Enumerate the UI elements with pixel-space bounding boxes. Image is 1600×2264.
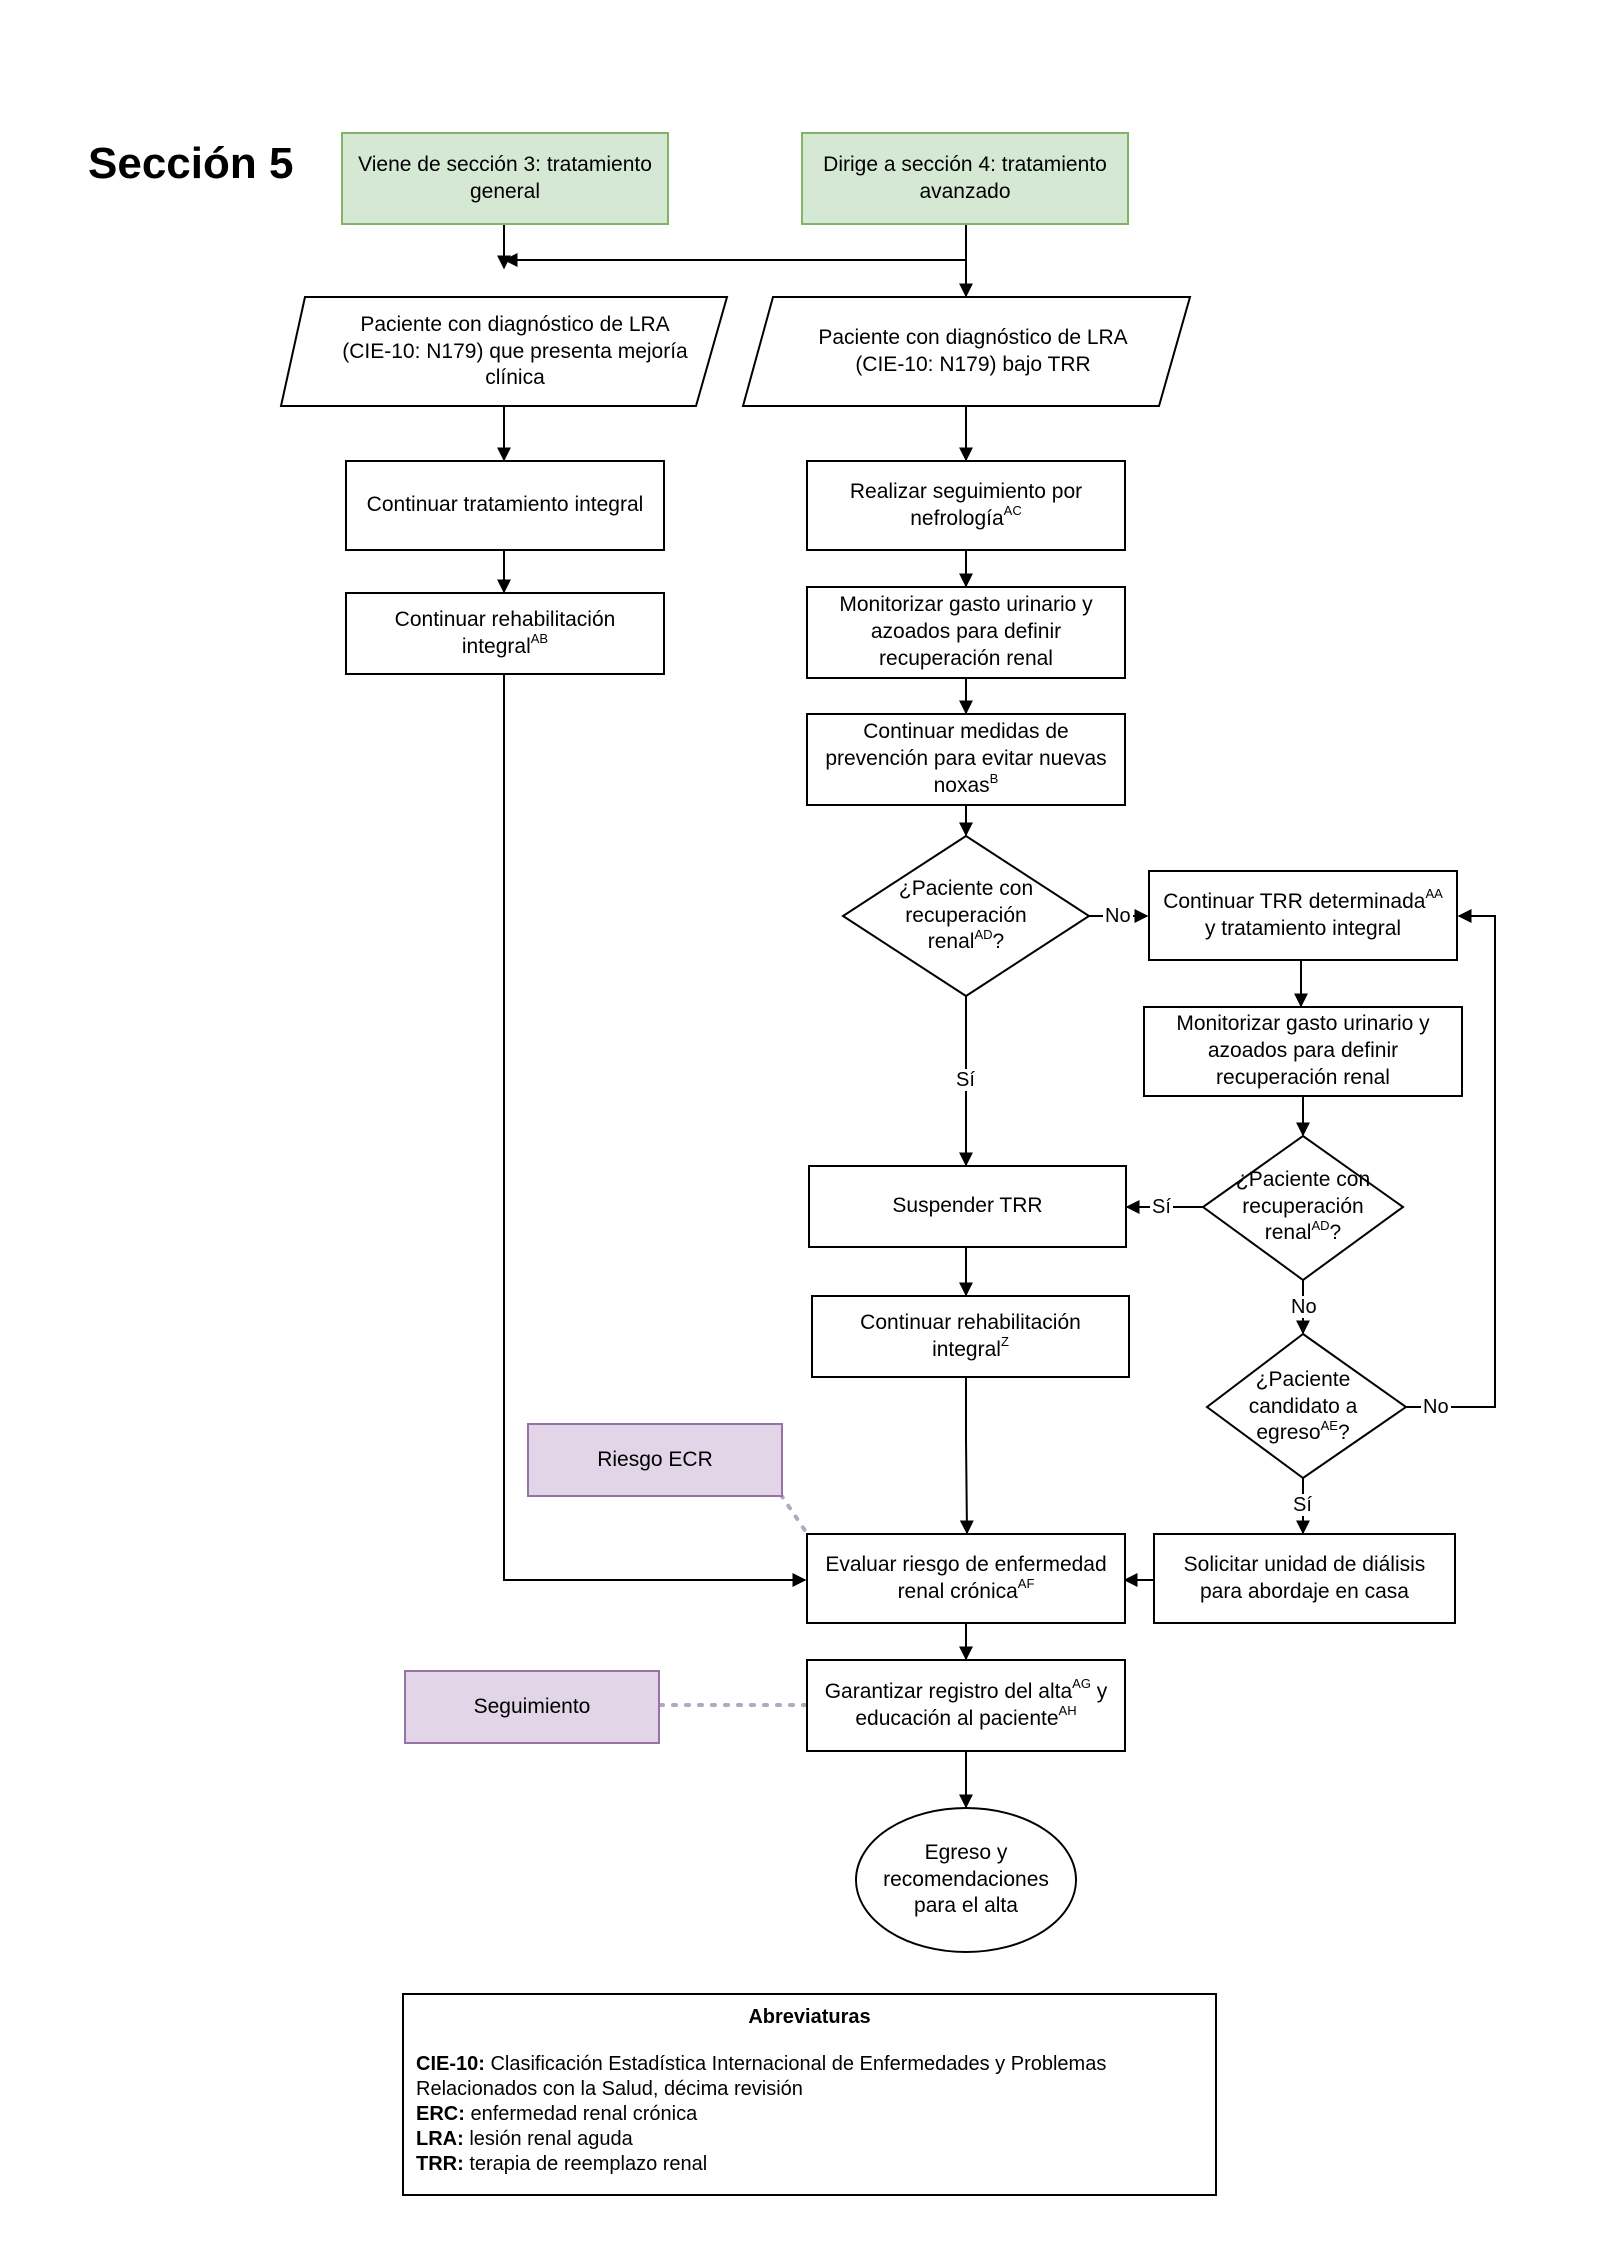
- patient-trr-label: Paciente con diagnóstico de LRA (CIE-10:…: [818, 326, 1128, 376]
- abbreviation-item: ERC: enfermedad renal crónica: [416, 2102, 1203, 2127]
- risk-ecr-label: Riesgo ECR: [597, 1447, 713, 1471]
- home-dialysis-box: Solicitar unidad de diálisis para aborda…: [1153, 1533, 1456, 1624]
- discharge-record-box: Garantizar registro del altaAG y educaci…: [806, 1659, 1126, 1752]
- decision-discharge-text: ¿Paciente candidato a egreso: [1248, 1367, 1358, 1445]
- continue-rehab-left-text: Continuar rehabilitación integral: [394, 607, 616, 658]
- continue-treatment-label: Continuar tratamiento integral: [366, 493, 644, 517]
- abbreviation-item: CIE-10: Clasificación Estadística Intern…: [416, 2052, 1203, 2102]
- decision-discharge: ¿Paciente candidato a egresoAE?: [1238, 1360, 1368, 1454]
- decision-recovery-1: ¿Paciente con recuperación renalAD?: [886, 866, 1046, 966]
- from-section-3-label: Viene de sección 3: tratamiento general: [358, 152, 652, 203]
- evaluate-ckd-box: Evaluar riesgo de enfermedad renal cróni…: [806, 1533, 1126, 1624]
- monitor-1-label: Monitorizar gasto urinario y azoados par…: [839, 593, 1093, 670]
- decision-recovery-2: ¿Paciente con recuperación renalAD?: [1233, 1162, 1373, 1252]
- patient-improvement-input: Paciente con diagnóstico de LRA (CIE-10:…: [340, 302, 690, 402]
- decision-recovery-2-label: ¿Paciente con recuperación renalAD?: [1233, 1167, 1373, 1248]
- abbreviation-definition: lesión renal aguda: [463, 2128, 633, 2150]
- edge-label-no: No: [1421, 1396, 1451, 1418]
- ref-superscript: AB: [530, 631, 549, 647]
- prevention-box: Continuar medidas de prevención para evi…: [806, 713, 1126, 806]
- abbreviation-item: TRR: terapia de reemplazo renal: [416, 2152, 1203, 2177]
- abbreviation-term: TRR:: [416, 2153, 464, 2175]
- patient-improvement-label: Paciente con diagnóstico de LRA (CIE-10:…: [342, 312, 688, 390]
- continue-rehab-right-box: Continuar rehabilitación integralZ: [811, 1295, 1130, 1378]
- egress-label: Egreso y recomendaciones para el alta: [883, 1840, 1049, 1918]
- from-section-3-box[interactable]: Viene de sección 3: tratamiento general: [341, 132, 669, 225]
- edge-label-yes: Sí: [1291, 1494, 1314, 1516]
- ref-superscript: AD: [1311, 1218, 1330, 1234]
- association-line: [779, 1493, 808, 1534]
- abbreviation-item: LRA: lesión renal aguda: [416, 2127, 1203, 2152]
- decision-recovery-2-text: ¿Paciente con recuperación renal: [1235, 1167, 1371, 1245]
- question-mark: ?: [992, 930, 1005, 954]
- followup-note[interactable]: Seguimiento: [404, 1670, 660, 1744]
- decision-recovery-1-text: ¿Paciente con recuperación renal: [898, 876, 1034, 954]
- continue-rehab-right-text: Continuar rehabilitación integral: [860, 1310, 1081, 1361]
- abbreviations-box: Abreviaturas CIE-10: Clasificación Estad…: [402, 1993, 1217, 2196]
- ref-superscript: Z: [1000, 1334, 1009, 1350]
- home-dialysis-label: Solicitar unidad de diálisis para aborda…: [1183, 1552, 1426, 1603]
- section-title: Sección 5: [88, 139, 294, 188]
- followup-label: Seguimiento: [473, 1694, 591, 1718]
- abbreviation-term: CIE-10:: [416, 2053, 485, 2075]
- prevention-label: Continuar medidas de prevención para evi…: [816, 719, 1116, 800]
- monitor-1-box: Monitorizar gasto urinario y azoados par…: [806, 586, 1126, 679]
- parallelogram-shape: [741, 296, 1192, 407]
- ref-superscript: AA: [1425, 886, 1443, 902]
- nephrology-followup-box: Realizar seguimiento por nefrologíaAC: [806, 460, 1126, 551]
- decision-recovery-1-label: ¿Paciente con recuperación renalAD?: [886, 876, 1046, 957]
- continue-trr-label: Continuar TRR determinadaAA y tratamient…: [1158, 886, 1448, 943]
- continue-trr-text-2: y tratamiento integral: [1204, 916, 1402, 940]
- to-section-4-label: Dirige a sección 4: tratamiento avanzado: [823, 152, 1107, 203]
- edge-label-yes: Sí: [954, 1069, 977, 1091]
- ref-superscript: AE: [1320, 1418, 1338, 1434]
- edge-label-no: No: [1103, 905, 1133, 927]
- ref-superscript: AD: [974, 927, 993, 943]
- continue-trr-box: Continuar TRR determinadaAA y tratamient…: [1148, 870, 1458, 961]
- abbreviation-definition: Clasificación Estadística Internacional …: [416, 2053, 1107, 2100]
- to-section-4-box[interactable]: Dirige a sección 4: tratamiento avanzado: [801, 132, 1129, 225]
- abbreviation-definition: enfermedad renal crónica: [464, 2103, 698, 2125]
- monitor-2-label: Monitorizar gasto urinario y azoados par…: [1176, 1012, 1430, 1089]
- ref-superscript: B: [989, 770, 999, 786]
- nephrology-followup-text: Realizar seguimiento por nefrología: [849, 479, 1083, 530]
- evaluate-ckd-label: Evaluar riesgo de enfermedad renal cróni…: [816, 1552, 1116, 1606]
- abbreviation-term: ERC:: [416, 2103, 465, 2125]
- continue-rehab-left-label: Continuar rehabilitación integralAB: [355, 607, 655, 661]
- continue-treatment-box: Continuar tratamiento integral: [345, 460, 665, 551]
- question-mark: ?: [1329, 1221, 1342, 1245]
- suspend-trr-box: Suspender TRR: [808, 1165, 1127, 1248]
- abbreviations-title: Abreviaturas: [748, 2006, 871, 2028]
- continue-rehab-left-box: Continuar rehabilitación integralAB: [345, 592, 665, 675]
- continue-trr-text: Continuar TRR determinada: [1163, 889, 1426, 913]
- edge: [503, 675, 807, 1587]
- abbreviation-term: LRA:: [416, 2128, 464, 2150]
- discharge-record-label: Garantizar registro del altaAG y educaci…: [816, 1676, 1116, 1733]
- ref-superscript: AG: [1072, 1676, 1091, 1692]
- abbreviation-definition: terapia de reemplazo renal: [463, 2153, 708, 2175]
- question-mark: ?: [1337, 1421, 1350, 1445]
- ref-superscript: AF: [1017, 1576, 1035, 1592]
- risk-ecr-note[interactable]: Riesgo ECR: [527, 1423, 783, 1497]
- ref-superscript: AH: [1058, 1703, 1077, 1719]
- edge-label-no: No: [1289, 1296, 1319, 1318]
- egress-terminal: Egreso y recomendaciones para el alta: [866, 1830, 1066, 1930]
- discharge-record-text-2: y educación al paciente: [855, 1679, 1108, 1730]
- patient-trr-input: Paciente con diagnóstico de LRA (CIE-10:…: [808, 302, 1138, 402]
- prevention-text: Continuar medidas de prevención para evi…: [825, 720, 1107, 797]
- evaluate-ckd-text: Evaluar riesgo de enfermedad renal cróni…: [825, 1552, 1107, 1603]
- ref-superscript: AC: [1003, 503, 1022, 519]
- decision-discharge-label: ¿Paciente candidato a egresoAE?: [1238, 1367, 1368, 1448]
- suspend-trr-label: Suspender TRR: [892, 1194, 1043, 1218]
- edge: [1406, 909, 1496, 1408]
- edge-label-yes: Sí: [1150, 1196, 1173, 1218]
- nephrology-followup-label: Realizar seguimiento por nefrologíaAC: [816, 479, 1116, 533]
- monitor-2-box: Monitorizar gasto urinario y azoados par…: [1143, 1006, 1463, 1097]
- edge: [959, 1378, 974, 1535]
- parallelogram-shape: [279, 296, 729, 407]
- discharge-record-text: Garantizar registro del alta: [824, 1679, 1073, 1703]
- continue-rehab-right-label: Continuar rehabilitación integralZ: [821, 1310, 1120, 1364]
